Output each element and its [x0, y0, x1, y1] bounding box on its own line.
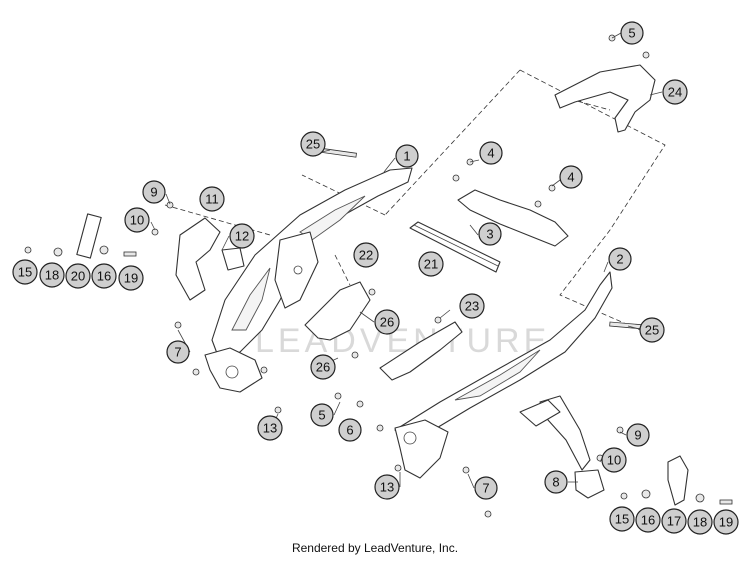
callout-9[interactable]: 9: [142, 180, 166, 204]
svg-text:21: 21: [424, 257, 438, 272]
svg-text:20: 20: [71, 269, 85, 284]
callout-25[interactable]: 25: [300, 131, 326, 157]
svg-text:4: 4: [487, 146, 494, 161]
svg-text:18: 18: [693, 515, 707, 530]
callout-10[interactable]: 10: [124, 207, 150, 233]
callout-13[interactable]: 13: [374, 474, 400, 500]
plate: [452, 158, 569, 247]
footrest-right: [519, 399, 733, 506]
svg-text:25: 25: [306, 137, 320, 152]
frame-rail-left: [204, 167, 413, 393]
callout-4[interactable]: 4: [559, 165, 583, 189]
svg-text:16: 16: [97, 269, 111, 284]
svg-text:24: 24: [668, 85, 682, 100]
credit-line: Rendered by LeadVenture, Inc.: [291, 541, 459, 555]
callout-21[interactable]: 21: [418, 251, 444, 277]
callout-22[interactable]: 22: [353, 242, 379, 268]
callout-16[interactable]: 16: [635, 507, 661, 533]
svg-text:17: 17: [667, 514, 681, 529]
leader-lines: [150, 32, 663, 489]
watermark: LEADVENTURE: [255, 322, 550, 360]
svg-text:25: 25: [645, 323, 659, 338]
callout-15[interactable]: 15: [609, 506, 635, 532]
callout-19[interactable]: 19: [713, 509, 739, 535]
callout-5[interactable]: 5: [620, 21, 644, 45]
callout-20[interactable]: 20: [65, 263, 91, 289]
callout-9[interactable]: 9: [626, 423, 650, 447]
svg-text:19: 19: [124, 271, 138, 286]
callout-18[interactable]: 18: [39, 262, 65, 288]
svg-text:16: 16: [641, 513, 655, 528]
svg-text:10: 10: [130, 213, 144, 228]
callout-1[interactable]: 1: [395, 144, 419, 168]
svg-text:11: 11: [205, 192, 219, 207]
svg-text:3: 3: [486, 227, 493, 242]
callout-5[interactable]: 5: [310, 403, 334, 427]
side-brackets: [304, 281, 463, 381]
rail-bar: [409, 221, 501, 273]
svg-text:4: 4: [567, 170, 574, 185]
svg-text:12: 12: [235, 229, 249, 244]
svg-text:1: 1: [403, 149, 410, 164]
callout-7[interactable]: 7: [474, 476, 498, 500]
svg-text:13: 13: [380, 480, 394, 495]
svg-text:22: 22: [359, 248, 373, 263]
footrest-left: [24, 213, 245, 301]
svg-text:10: 10: [607, 453, 621, 468]
callout-18[interactable]: 18: [687, 509, 713, 535]
callout-13[interactable]: 13: [257, 415, 283, 441]
callout-12[interactable]: 12: [229, 223, 255, 249]
callout-25[interactable]: 25: [639, 317, 665, 343]
svg-text:7: 7: [174, 345, 181, 360]
callout-26[interactable]: 26: [374, 309, 400, 335]
svg-text:26: 26: [380, 315, 394, 330]
svg-text:9: 9: [634, 428, 641, 443]
svg-text:15: 15: [18, 265, 32, 280]
rear-bracket: [554, 34, 656, 133]
svg-text:5: 5: [628, 26, 635, 41]
callout-11[interactable]: 11: [199, 186, 225, 212]
frame-rail-right: [394, 271, 613, 499]
callout-19[interactable]: 19: [118, 265, 144, 291]
callout-2[interactable]: 2: [608, 247, 632, 271]
svg-text:5: 5: [318, 408, 325, 423]
callouts: 5 24 1 25 4 4 9 11 10 12 3 22 21 2 15 18…: [12, 21, 739, 535]
svg-text:8: 8: [552, 475, 559, 490]
callout-15[interactable]: 15: [12, 259, 38, 285]
svg-text:13: 13: [263, 421, 277, 436]
callout-10[interactable]: 10: [601, 447, 627, 473]
svg-text:15: 15: [615, 512, 629, 527]
callout-17[interactable]: 17: [661, 508, 687, 534]
callout-4[interactable]: 4: [479, 141, 503, 165]
callout-6[interactable]: 6: [338, 418, 362, 442]
svg-text:9: 9: [150, 185, 157, 200]
svg-text:6: 6: [346, 423, 353, 438]
svg-text:2: 2: [616, 252, 623, 267]
callout-8[interactable]: 8: [544, 470, 568, 494]
callout-26[interactable]: 26: [310, 354, 336, 380]
callout-7[interactable]: 7: [166, 340, 190, 364]
callout-23[interactable]: 23: [459, 293, 485, 319]
svg-text:26: 26: [316, 360, 330, 375]
svg-text:7: 7: [482, 481, 489, 496]
svg-text:23: 23: [465, 299, 479, 314]
callout-16[interactable]: 16: [91, 263, 117, 289]
callout-3[interactable]: 3: [478, 222, 502, 246]
svg-text:18: 18: [45, 268, 59, 283]
callout-24[interactable]: 24: [662, 79, 688, 105]
svg-text:19: 19: [719, 515, 733, 530]
